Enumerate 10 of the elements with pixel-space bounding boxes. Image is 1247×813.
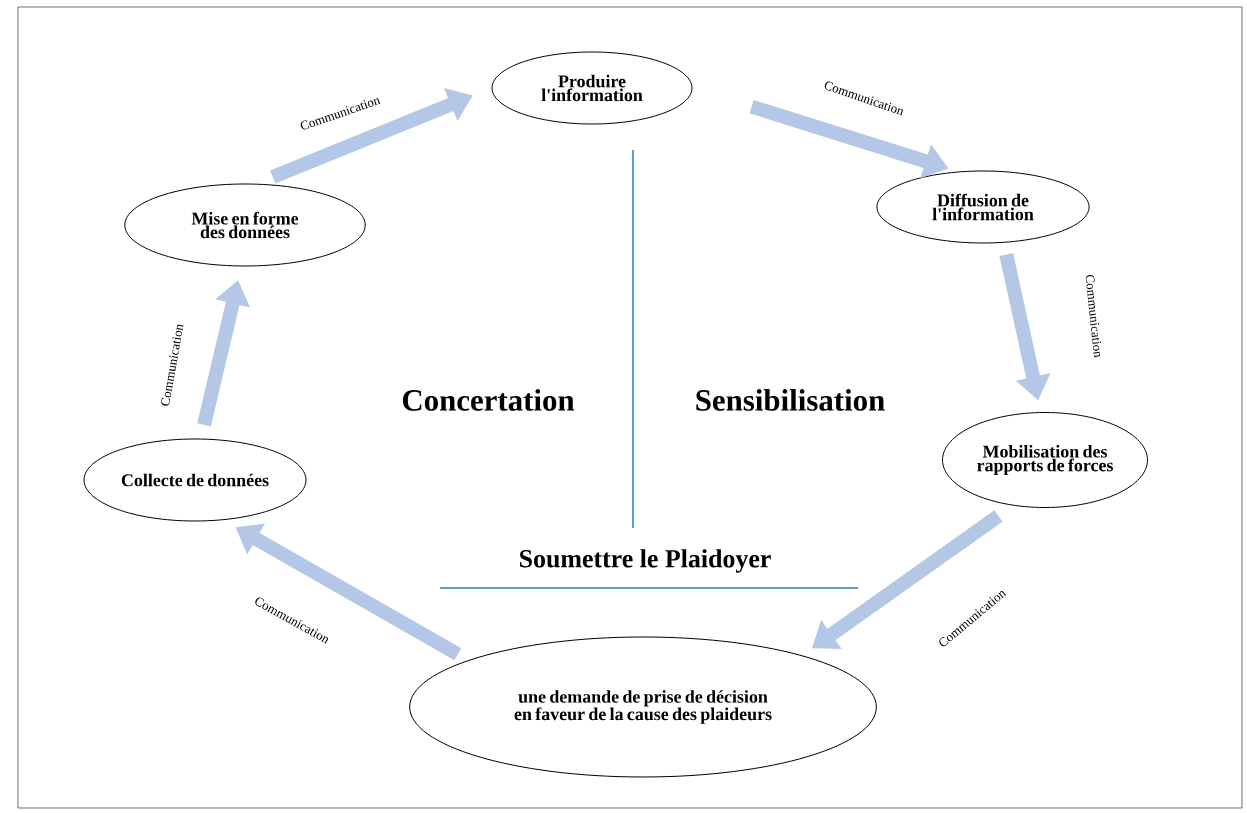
section-label: Concertation — [402, 389, 575, 411]
edge-label: Communication — [1084, 272, 1104, 360]
ellipse-node: Produire l'information — [491, 51, 693, 125]
ellipse-node: Diffusion de l'information — [876, 170, 1090, 244]
ellipse-node: Mise en forme des données — [124, 183, 366, 267]
ellipse-node: une demande de prise de décision en faveur de la cause des plaideurs — [409, 636, 877, 778]
section-label: Sensibilisation — [696, 389, 885, 411]
ellipse-node: Mobilisation des rapports de forces — [942, 412, 1148, 508]
ellipse-node: Collecte de données — [83, 438, 307, 522]
section-label: Soumettre le Plaidoyer — [520, 549, 771, 573]
